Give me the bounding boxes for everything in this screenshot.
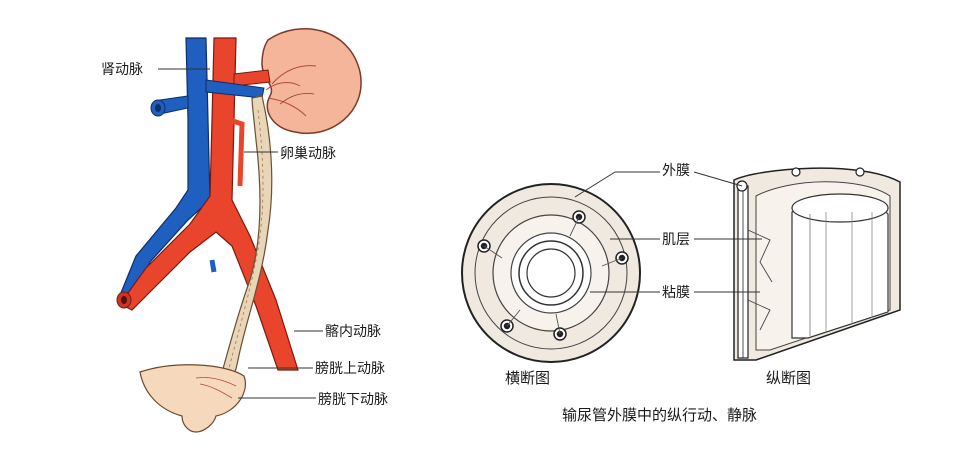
anatomy-illustration: 肾动脉 卵巢动脉 髂内动脉 膀胱上动脉 膀胱下动脉 [101,27,388,433]
superior-vesical-artery-label: 膀胱上动脉 [315,360,385,377]
ovarian-artery-label: 卵巢动脉 [280,146,336,162]
transverse-caption: 横断图 [505,369,550,387]
figure-caption: 输尿管外膜中的纵行动、静脉 [562,406,757,424]
layer-labels: 外膜 肌层 粘膜 [574,163,762,301]
transverse-section: 横断图 [461,183,641,387]
longitudinal-caption: 纵断图 [766,369,811,387]
adventitia-label: 外膜 [662,163,690,179]
longitudinal-section: 纵断图 [733,167,901,387]
muscle-layer-label: 肌层 [662,232,690,248]
bladder [139,364,246,433]
internal-iliac-artery-label: 髂内动脉 [325,323,381,340]
mucosa-label: 粘膜 [662,285,690,301]
inferior-vesical-artery-label: 膀胱下动脉 [318,391,388,408]
renal-artery-label: 肾动脉 [101,62,143,78]
kidney [261,27,362,135]
